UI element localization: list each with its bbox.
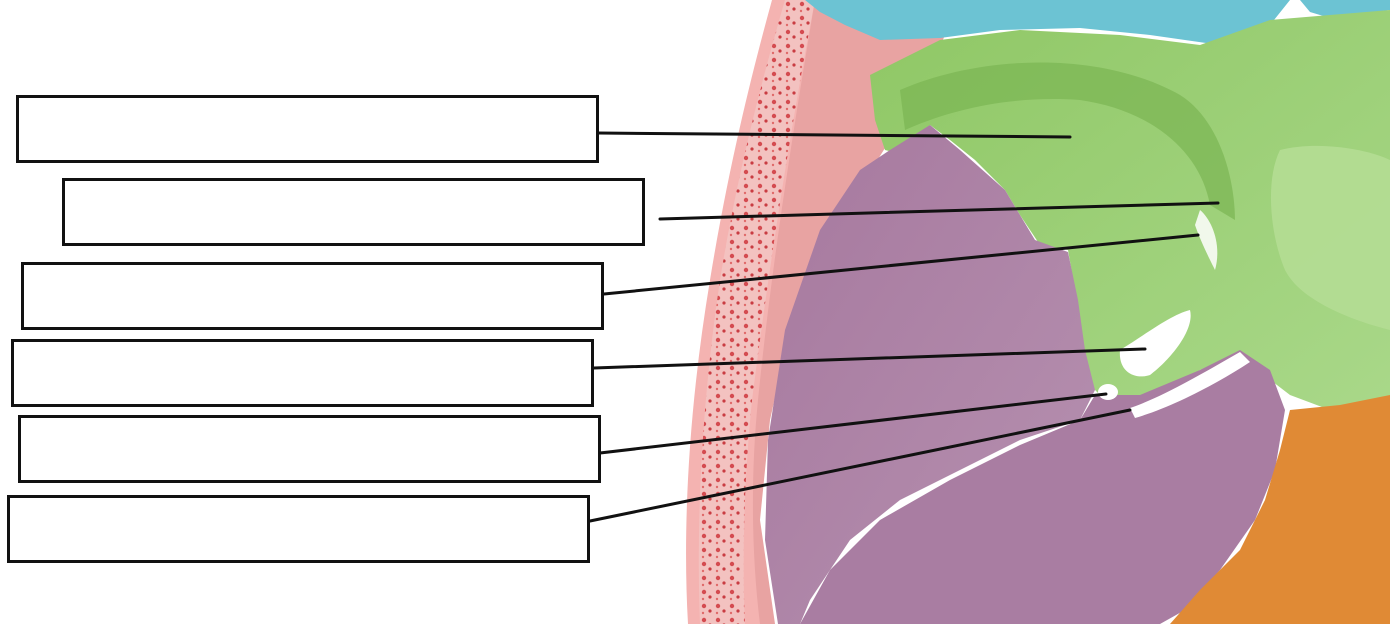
leader-line-5 (598, 392, 1108, 455)
label-box-6[interactable] (7, 495, 590, 563)
label-box-3[interactable] (21, 262, 604, 330)
leader-line-6 (588, 408, 1132, 523)
sphenoid-lesser-wing-shadow (900, 62, 1235, 220)
foramen-lacerum (1130, 352, 1250, 418)
label-box-4[interactable] (11, 339, 594, 407)
skull-diploe (698, 0, 815, 624)
petrous-temporal (800, 350, 1285, 624)
label-box-5[interactable] (18, 415, 601, 483)
occipital-bone (1170, 395, 1390, 624)
foramen-rotundum (1119, 310, 1191, 377)
leader-line-1 (596, 131, 1072, 139)
frontal-bone-right (1300, 0, 1390, 18)
leader-line-2 (658, 201, 1220, 221)
label-box-1[interactable] (16, 95, 599, 163)
superior-orbital-fissure (1195, 210, 1218, 270)
parietal-inner-region (752, 0, 960, 624)
foramen-spinosum (1098, 384, 1118, 400)
sella-region (1270, 145, 1390, 330)
sphenoid-bone (870, 10, 1390, 410)
label-box-2[interactable] (62, 178, 645, 246)
frontal-bone (805, 0, 1290, 45)
leader-line-4 (592, 347, 1147, 370)
leader-line-3 (602, 233, 1200, 296)
leader-lines (588, 131, 1220, 523)
temporal-squama (765, 125, 1095, 624)
